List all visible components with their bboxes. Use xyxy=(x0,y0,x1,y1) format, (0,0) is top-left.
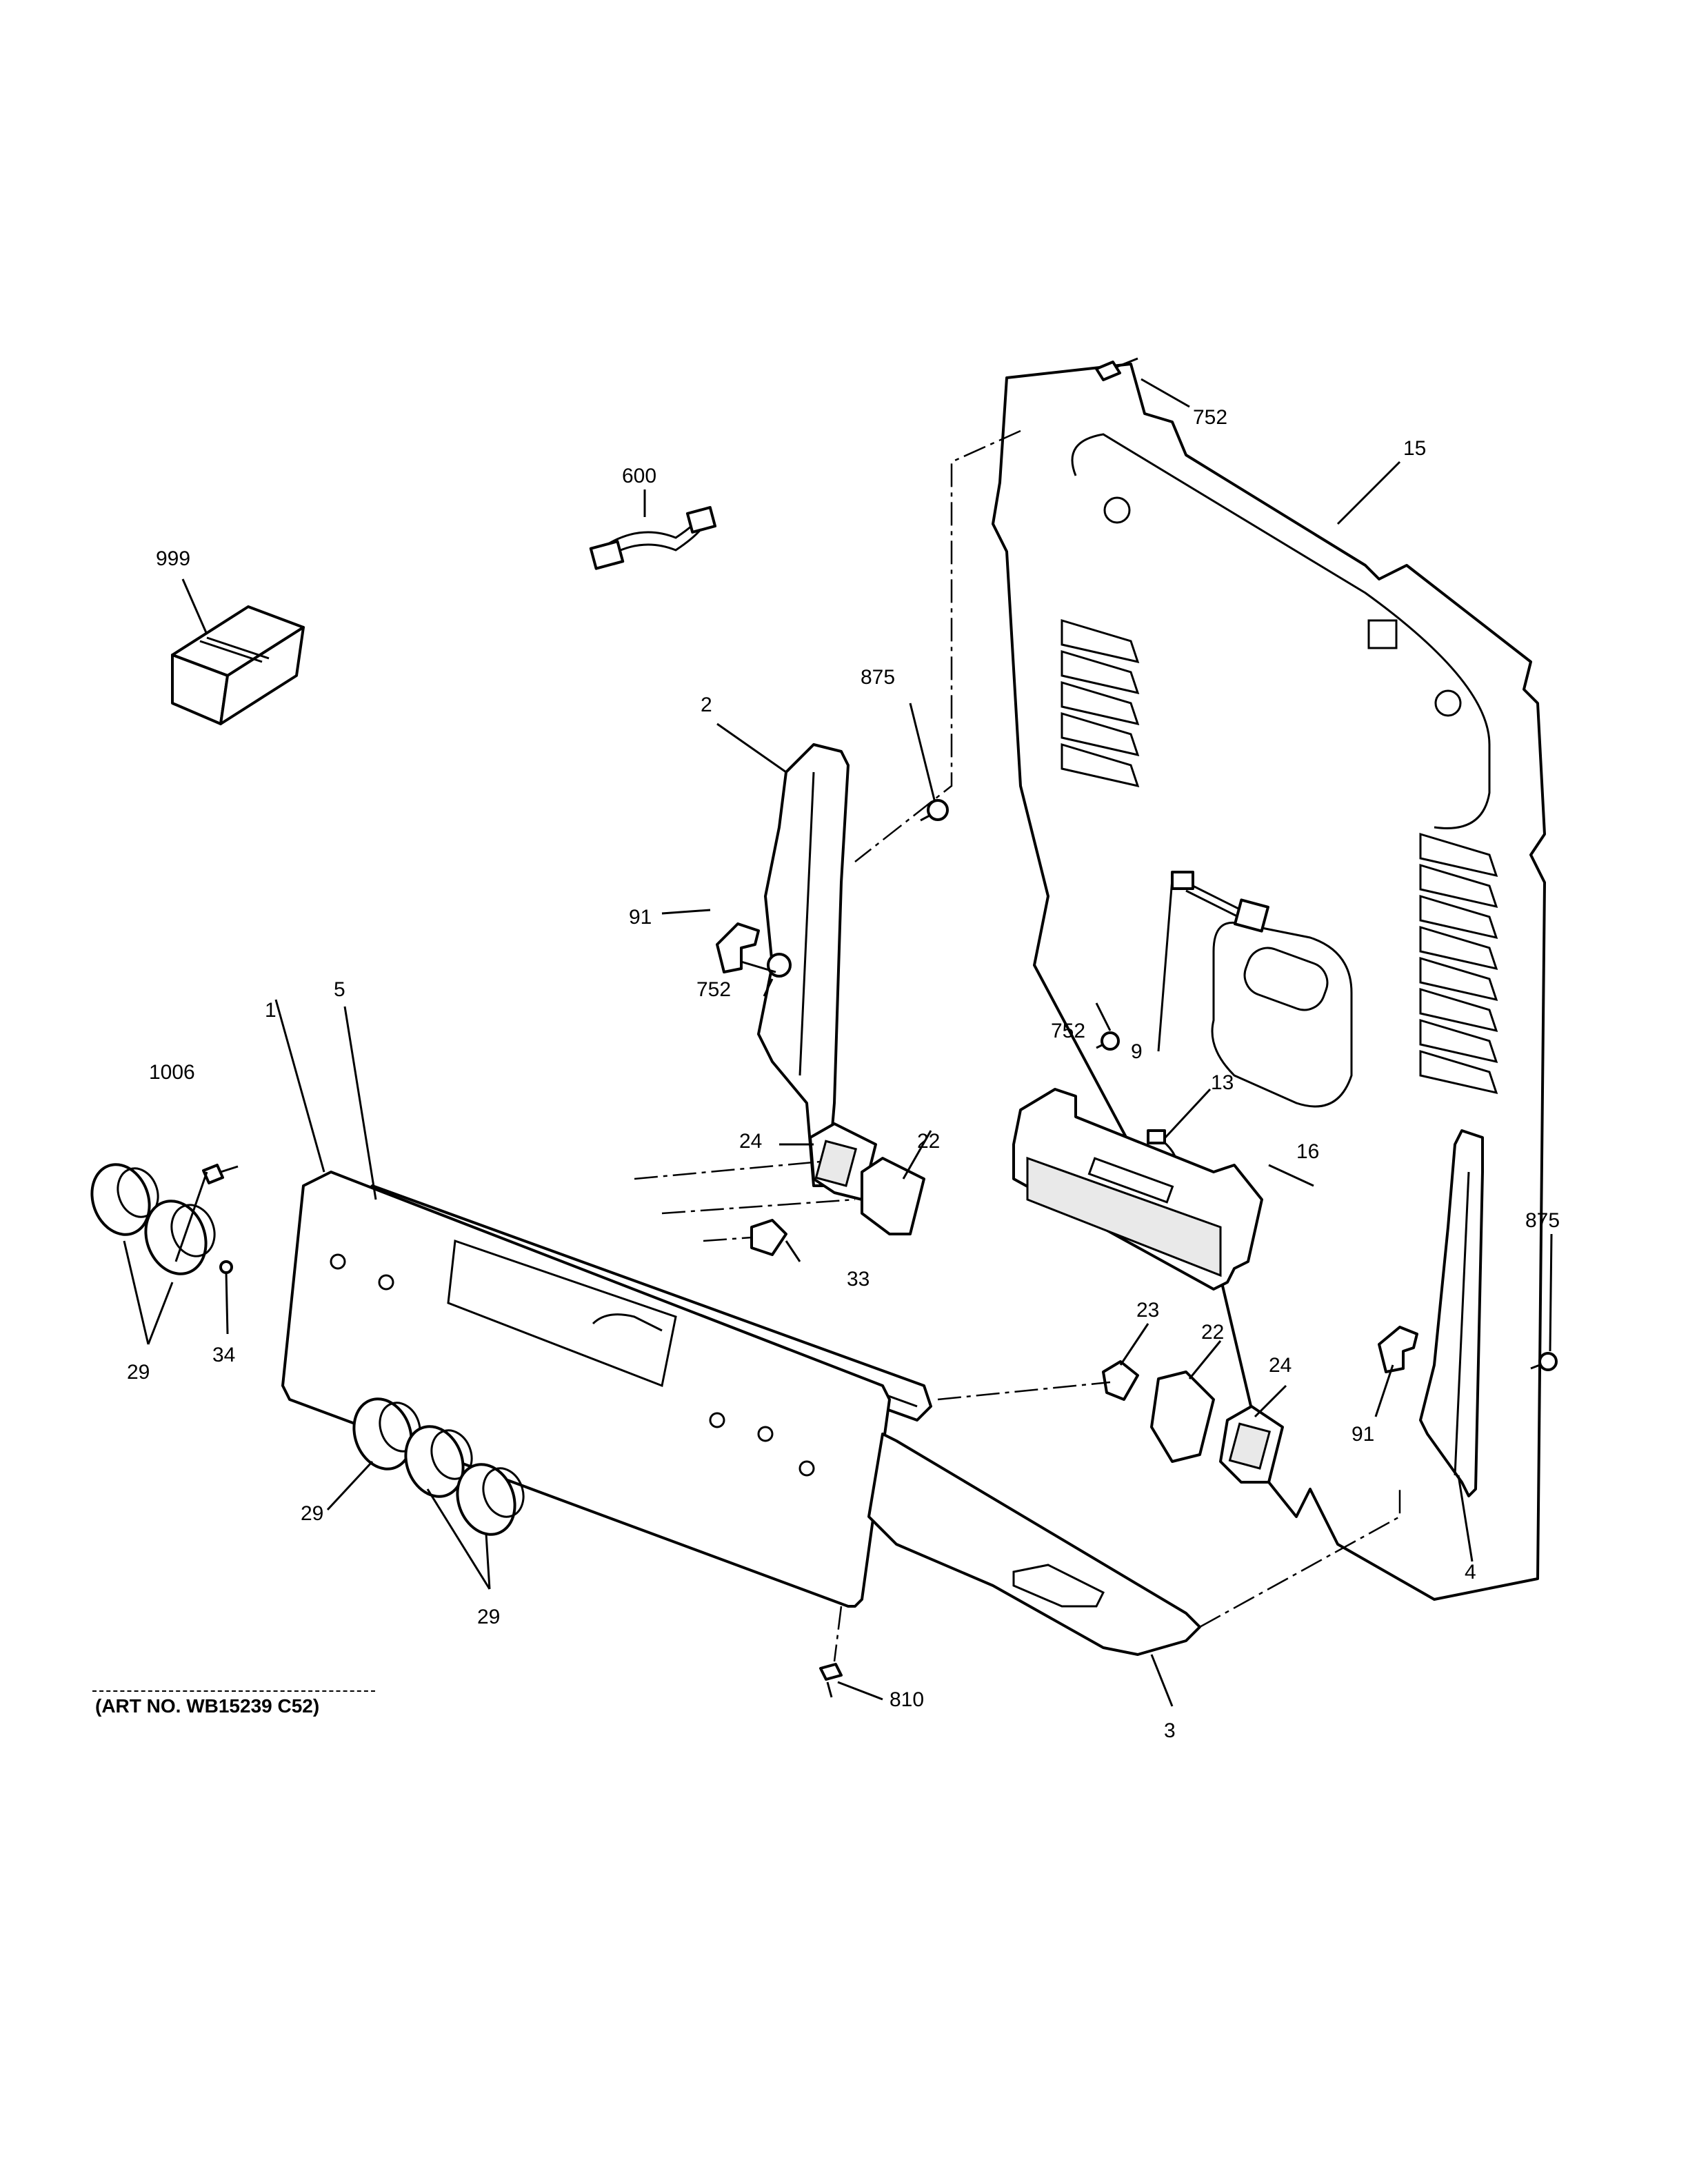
callout-16: 16 xyxy=(1296,1140,1319,1163)
switch-part-24-top xyxy=(809,1122,877,1201)
screw-part-34 xyxy=(219,1260,233,1274)
callout-875-right: 875 xyxy=(1525,1209,1560,1232)
callout-22-bottom: 22 xyxy=(1201,1321,1224,1344)
callout-34: 34 xyxy=(212,1344,235,1366)
callout-labels: 752 15 600 999 875 2 91 752 9 752 13 16 … xyxy=(127,406,1560,1742)
callout-875-left: 875 xyxy=(861,666,895,689)
clip-part-91-right xyxy=(1378,1326,1418,1373)
callout-22-top: 22 xyxy=(917,1130,940,1153)
knob-part-29-e xyxy=(456,1463,525,1536)
screw-part-1006 xyxy=(202,1164,239,1184)
box-part-999 xyxy=(171,605,305,725)
callout-3: 3 xyxy=(1164,1719,1176,1742)
callout-752-board: 752 xyxy=(1051,1020,1085,1042)
callout-810: 810 xyxy=(890,1688,924,1711)
callout-91-left: 91 xyxy=(629,906,652,929)
control-panel-part-1 xyxy=(281,1171,891,1608)
switch-part-22-top xyxy=(861,1157,925,1235)
callout-29-left: 29 xyxy=(127,1361,150,1384)
trim-part-3 xyxy=(867,1433,1201,1656)
callout-2: 2 xyxy=(701,694,712,716)
control-board-part-16 xyxy=(1012,1088,1263,1291)
screw-part-752-top xyxy=(1095,357,1138,381)
wire-harness-part-600 xyxy=(589,506,717,570)
callout-600: 600 xyxy=(622,465,656,487)
art-number-rule xyxy=(92,1690,375,1692)
art-number: (ART NO. WB15239 C52) xyxy=(95,1695,320,1717)
callout-29-mid: 29 xyxy=(301,1502,323,1525)
side-bracket-part-2 xyxy=(757,743,850,1187)
callout-1006: 1006 xyxy=(149,1061,195,1084)
assembly-lines xyxy=(634,429,1401,1662)
callout-15: 15 xyxy=(1403,437,1426,460)
callout-1: 1 xyxy=(265,999,277,1022)
callout-91-right: 91 xyxy=(1352,1423,1374,1446)
callout-23: 23 xyxy=(1136,1299,1159,1322)
callout-9: 9 xyxy=(1131,1040,1143,1063)
callout-752-mid: 752 xyxy=(696,978,731,1001)
callout-29-bottom: 29 xyxy=(477,1606,500,1628)
callout-752-top: 752 xyxy=(1193,406,1227,429)
switch-part-23 xyxy=(1102,1360,1139,1401)
callout-4: 4 xyxy=(1465,1561,1476,1584)
callout-999: 999 xyxy=(156,547,190,570)
screw-part-810 xyxy=(819,1663,843,1698)
side-bracket-part-4 xyxy=(1419,1129,1484,1497)
switch-part-22-bottom xyxy=(1150,1371,1215,1463)
screw-part-752-board xyxy=(1096,1031,1120,1051)
switch-part-24-bottom xyxy=(1219,1405,1284,1484)
knob-part-29-a xyxy=(90,1163,159,1236)
screw-part-875-right xyxy=(1530,1352,1558,1371)
callout-33: 33 xyxy=(847,1268,870,1291)
callout-13: 13 xyxy=(1211,1071,1234,1094)
switch-part-33 xyxy=(750,1219,787,1256)
leader-lines xyxy=(123,378,1553,1707)
knob-part-29-c xyxy=(352,1397,421,1470)
clip-part-91-left xyxy=(716,922,760,973)
screw-part-875-left xyxy=(920,799,949,822)
harness-part-9 xyxy=(1171,871,1269,933)
callout-24-top: 24 xyxy=(739,1130,762,1153)
rear-panel-part-15 xyxy=(992,363,1546,1601)
callout-5: 5 xyxy=(334,978,345,1001)
callout-24-bottom: 24 xyxy=(1269,1354,1292,1377)
